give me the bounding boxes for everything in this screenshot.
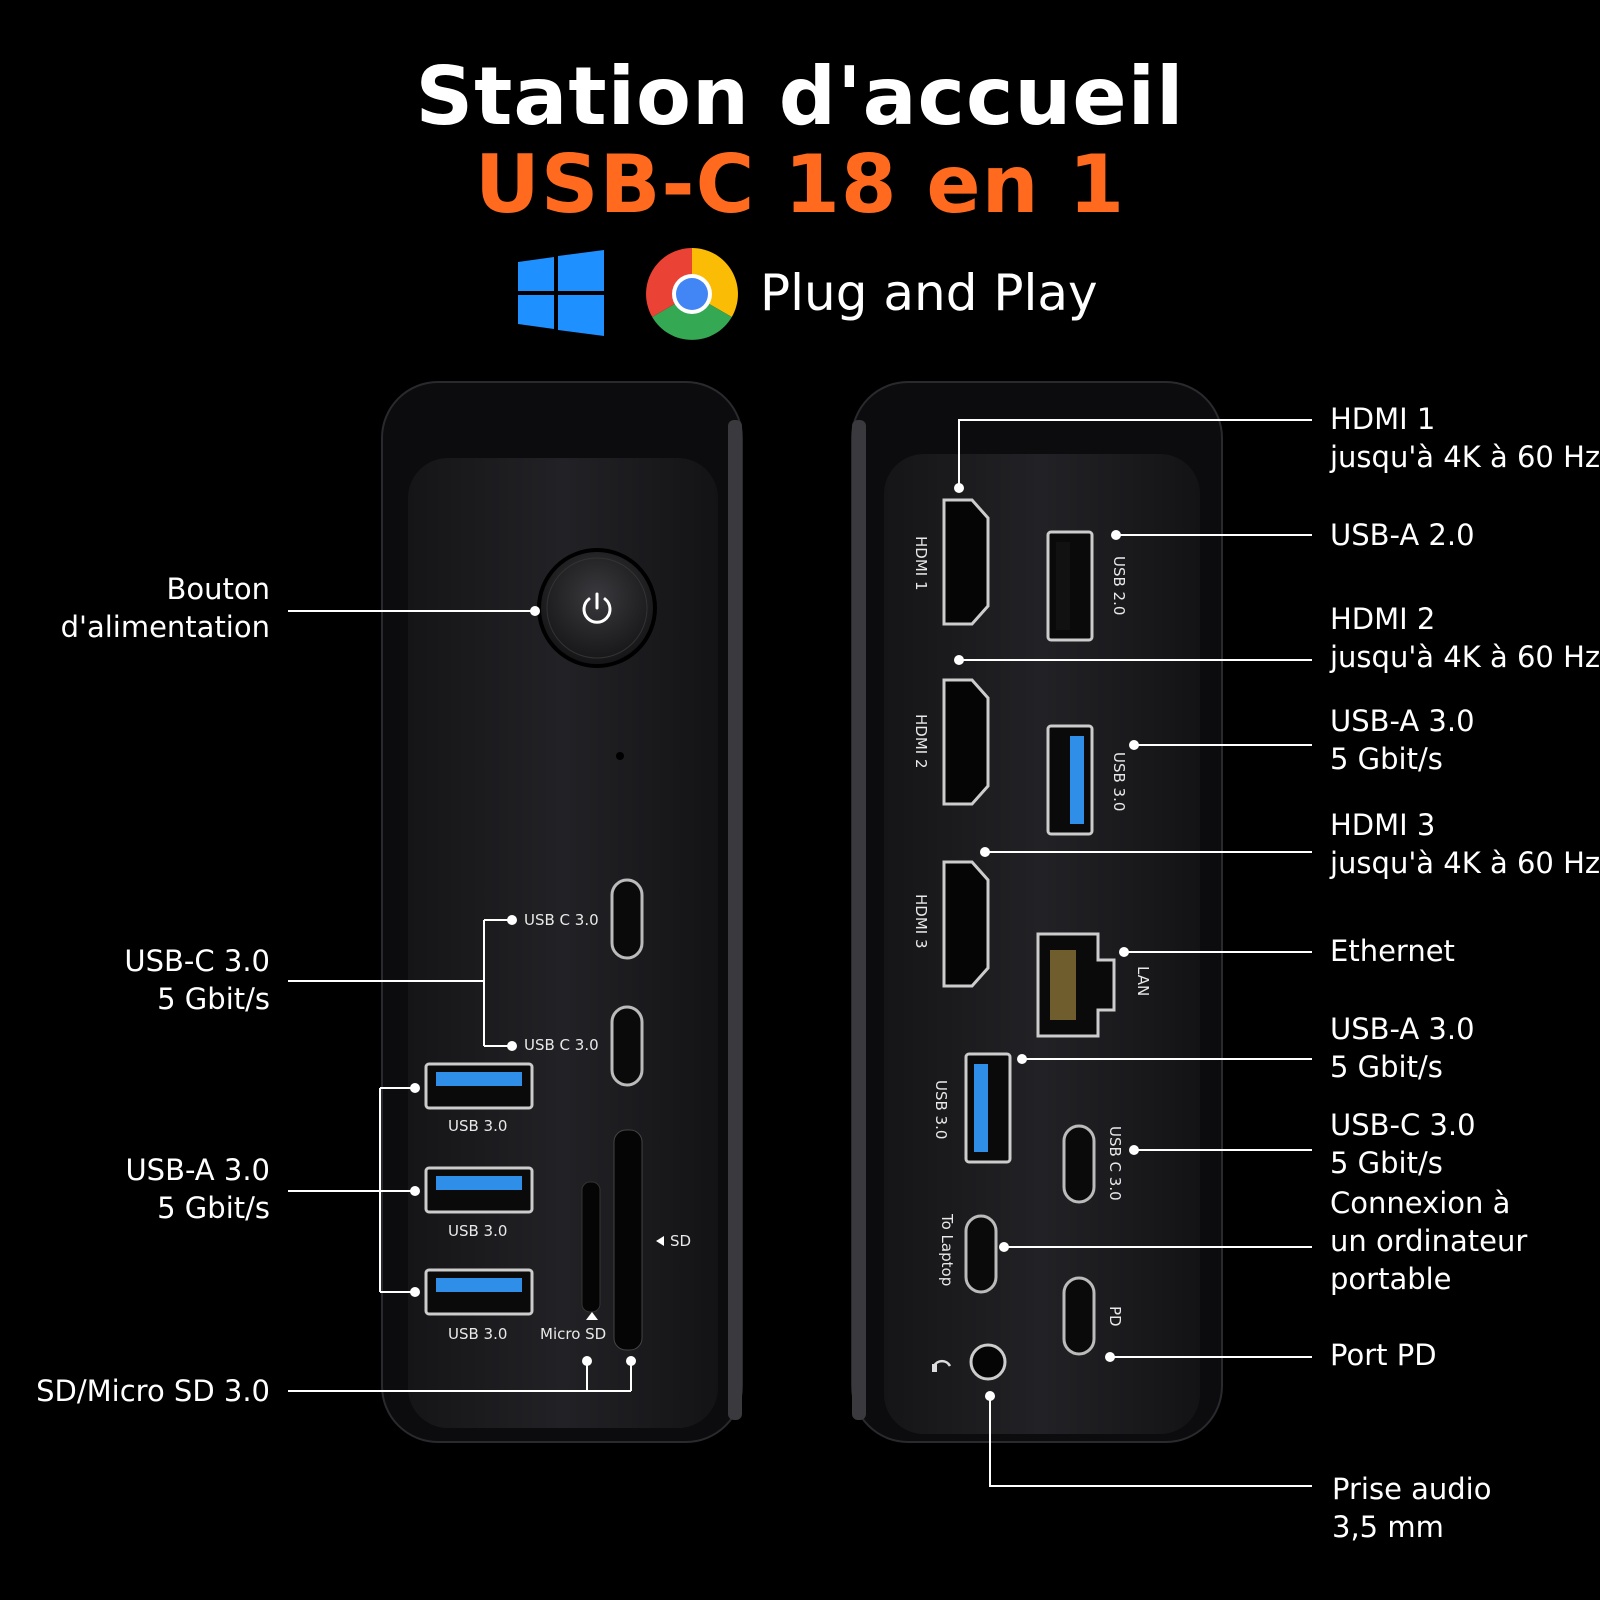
dock-front-view [381, 381, 743, 1443]
callout-ethernet: Ethernet [1330, 934, 1455, 968]
to-laptop-port [964, 1214, 998, 1294]
label-front-usba-3: USB 3.0 [448, 1325, 508, 1343]
power-icon [582, 597, 612, 624]
label-front-usba-1: USB 3.0 [448, 1117, 508, 1135]
label-usb20: USB 2.0 [1110, 556, 1128, 616]
front-usbc-port-1 [610, 878, 644, 960]
label-sd: SD [670, 1232, 692, 1250]
label-usbc30: USB C 3.0 [1106, 1126, 1124, 1201]
lan-port [1036, 932, 1116, 1038]
hdmi-port-2 [942, 678, 990, 806]
usb20-port [1046, 530, 1094, 642]
label-usb30-bottom: USB 3.0 [932, 1080, 950, 1140]
pd-port [1062, 1276, 1096, 1356]
back-usba3-port-1 [1046, 724, 1094, 836]
plug-and-play-text: Plug and Play [760, 264, 1098, 322]
back-usba3-port-2 [964, 1052, 1012, 1164]
title-line-1: Station d'accueil [415, 50, 1185, 143]
label-micro-sd: Micro SD [540, 1325, 607, 1343]
hdmi-port-1 [942, 498, 990, 626]
front-usba-port-1 [424, 1062, 534, 1110]
callout-dots [410, 483, 1139, 1401]
audio-jack [969, 1343, 1007, 1381]
dock-back-view [851, 381, 1223, 1443]
label-pd: PD [1106, 1306, 1124, 1327]
callout-lines [288, 419, 1312, 1487]
front-usba-port-2 [424, 1166, 534, 1214]
headset-icon [932, 1359, 952, 1372]
label-usb30-top: USB 3.0 [1110, 752, 1128, 812]
label-hdmi-1: HDMI 1 [912, 536, 930, 591]
callout-pd-port: Port PD [1330, 1338, 1437, 1372]
callout-sd: SD/Micro SD 3.0 [36, 1374, 270, 1408]
sd-slot [613, 1129, 643, 1351]
callout-usba-20: USB-A 2.0 [1330, 518, 1475, 552]
label-front-usbc-1: USB C 3.0 [524, 911, 599, 929]
label-lan: LAN [1134, 966, 1152, 997]
title-line-2: USB-C 18 en 1 [474, 138, 1126, 231]
label-hdmi-3: HDMI 3 [912, 894, 930, 949]
label-to-laptop: To Laptop [938, 1214, 956, 1287]
micro-sd-slot [581, 1181, 601, 1313]
windows-icon [518, 250, 604, 336]
label-hdmi-2: HDMI 2 [912, 714, 930, 769]
back-usbc-port [1062, 1124, 1096, 1204]
label-front-usbc-2: USB C 3.0 [524, 1036, 599, 1054]
chrome-icon [646, 248, 738, 340]
compatibility-row: Plug and Play [518, 248, 1098, 340]
front-usba-port-3 [424, 1268, 534, 1316]
front-usbc-port-2 [610, 1005, 644, 1087]
hdmi-port-3 [942, 860, 990, 988]
label-front-usba-2: USB 3.0 [448, 1222, 508, 1240]
